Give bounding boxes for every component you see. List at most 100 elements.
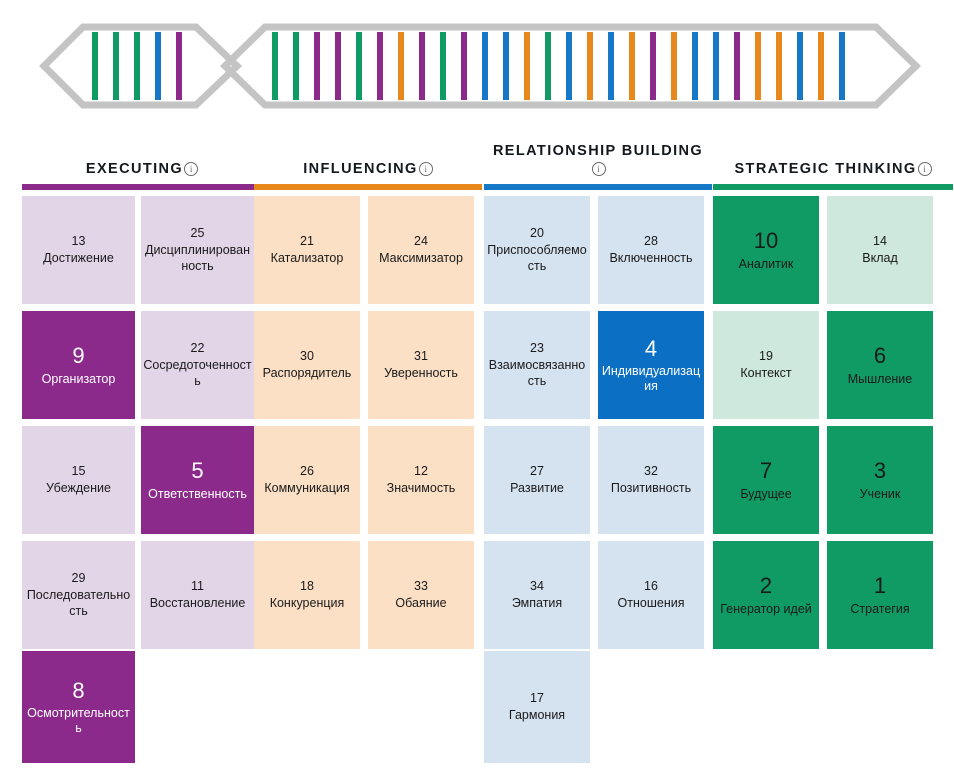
- strength-rank: 21: [300, 233, 314, 248]
- strength-name: Ответственность: [148, 486, 247, 501]
- strength-rank: 3: [873, 458, 887, 484]
- strength-name: Контекст: [740, 366, 792, 381]
- strength-rank: 16: [644, 578, 658, 593]
- banner-svg: [39, 23, 922, 109]
- info-icon-executing[interactable]: i: [184, 161, 199, 176]
- banner-bar-right-0: [272, 32, 278, 100]
- header-strategic-rule: [713, 184, 953, 190]
- banner-bar-right-5: [377, 32, 383, 100]
- strength-name: Конкуренция: [269, 596, 345, 611]
- strength-name: Генератор идей: [720, 601, 812, 616]
- strength-rank: 32: [644, 463, 658, 478]
- strength-name: Стратегия: [850, 601, 910, 616]
- strength-name: Распорядитель: [262, 366, 352, 381]
- strength-rank: 1: [873, 573, 887, 599]
- header-relationship-title: RELATIONSHIP BUILDING: [492, 142, 704, 159]
- banner-bar-right-25: [797, 32, 803, 100]
- strength-name: Восстановление: [149, 596, 246, 611]
- banner-bar-right-11: [503, 32, 509, 100]
- header-strategic-label: STRATEGIC THINKING: [734, 160, 917, 177]
- strength-name: Катализатор: [270, 251, 344, 266]
- banner-bar-left-1: [113, 32, 119, 100]
- strength-rank: 34: [530, 578, 544, 593]
- banner-bar-right-23: [755, 32, 761, 100]
- strength-name: Сосредоточенность: [143, 358, 252, 388]
- strength-rank: 31: [414, 348, 428, 363]
- banner-bar-right-13: [545, 32, 551, 100]
- info-icon-influencing[interactable]: i: [418, 161, 433, 176]
- banner-bar-left-2: [134, 32, 140, 100]
- banner-bar-right-10: [482, 32, 488, 100]
- header-relationship-building[interactable]: RELATIONSHIP BUILDING i: [484, 143, 712, 190]
- strength-rank: 28: [644, 233, 658, 248]
- banner-bar-left-4: [176, 32, 182, 100]
- strength-name: Будущее: [740, 486, 792, 501]
- strength-name: Осмотрительность: [27, 705, 130, 736]
- info-icon-relationship[interactable]: i: [591, 161, 606, 176]
- header-executing-rule: [22, 184, 262, 190]
- strength-name: Включенность: [609, 251, 693, 266]
- strength-rank: 6: [873, 343, 887, 369]
- strength-rank: 14: [873, 233, 887, 248]
- banner-bar-right-4: [356, 32, 362, 100]
- info-icon-strategic[interactable]: i: [917, 161, 932, 176]
- strength-name: Взаимосвязанность: [488, 358, 586, 388]
- strength-rank: 12: [414, 463, 428, 478]
- strength-rank: 11: [191, 578, 204, 593]
- banner-right-hexagon: [219, 23, 922, 109]
- banner-bar-right-12: [524, 32, 530, 100]
- banner-bar-right-3: [335, 32, 341, 100]
- strength-rank: 24: [414, 233, 428, 248]
- strength-rank: 25: [190, 226, 205, 241]
- strength-name: Обаяние: [395, 596, 447, 611]
- strength-name: Максимизатор: [379, 251, 463, 266]
- header-relationship-rule: [484, 184, 712, 190]
- banner-bar-right-14: [566, 32, 572, 100]
- strength-rank: 7: [759, 458, 773, 484]
- strength-name: Вклад: [862, 251, 898, 266]
- strength-rank: 26: [300, 463, 314, 478]
- strength-name: Приспособляемость: [487, 243, 587, 273]
- strength-rank: 13: [71, 233, 86, 248]
- strength-rank: 22: [190, 341, 205, 356]
- strength-rank: 20: [530, 226, 544, 241]
